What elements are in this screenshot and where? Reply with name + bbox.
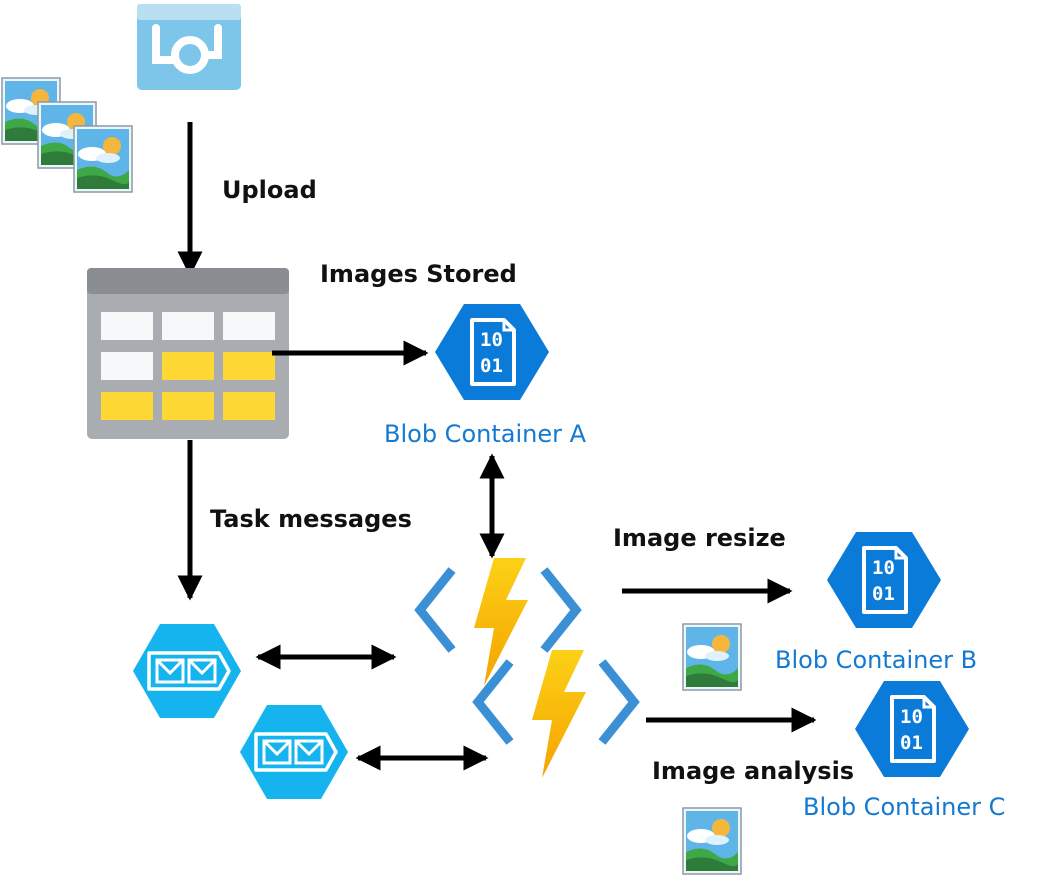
queue-icon-2	[238, 703, 350, 801]
blob-container-a-label: Blob Container A	[384, 420, 587, 448]
image-analysis-label: Image analysis	[652, 757, 854, 785]
task-messages-label: Task messages	[210, 505, 412, 533]
resized-image-icon	[682, 623, 742, 691]
queue-icon-1	[131, 622, 243, 720]
blob-container-a-icon: 10 01	[433, 302, 551, 402]
function-icon-2	[478, 650, 634, 778]
blob-b-bits-top: 10	[872, 557, 895, 579]
blob-container-b-label: Blob Container B	[775, 646, 977, 674]
blob-a-bits-bottom: 01	[480, 355, 503, 377]
image-resize-label: Image resize	[613, 524, 786, 552]
blob-c-bits-top: 10	[900, 706, 923, 728]
blob-container-c-icon: 10 01	[853, 679, 971, 779]
upload-label: Upload	[222, 176, 317, 204]
storage-table-icon	[87, 268, 289, 439]
blob-c-bits-bottom: 01	[900, 732, 923, 754]
blob-container-b-icon: 10 01	[825, 530, 943, 630]
blob-container-c-label: Blob Container C	[803, 793, 1005, 821]
analyzed-image-icon	[682, 807, 742, 875]
source-images-icon	[1, 77, 133, 193]
blob-b-bits-bottom: 01	[872, 583, 895, 605]
upload-service-icon	[137, 4, 241, 90]
images-stored-label: Images Stored	[320, 260, 517, 288]
blob-a-bits-top: 10	[480, 329, 503, 351]
